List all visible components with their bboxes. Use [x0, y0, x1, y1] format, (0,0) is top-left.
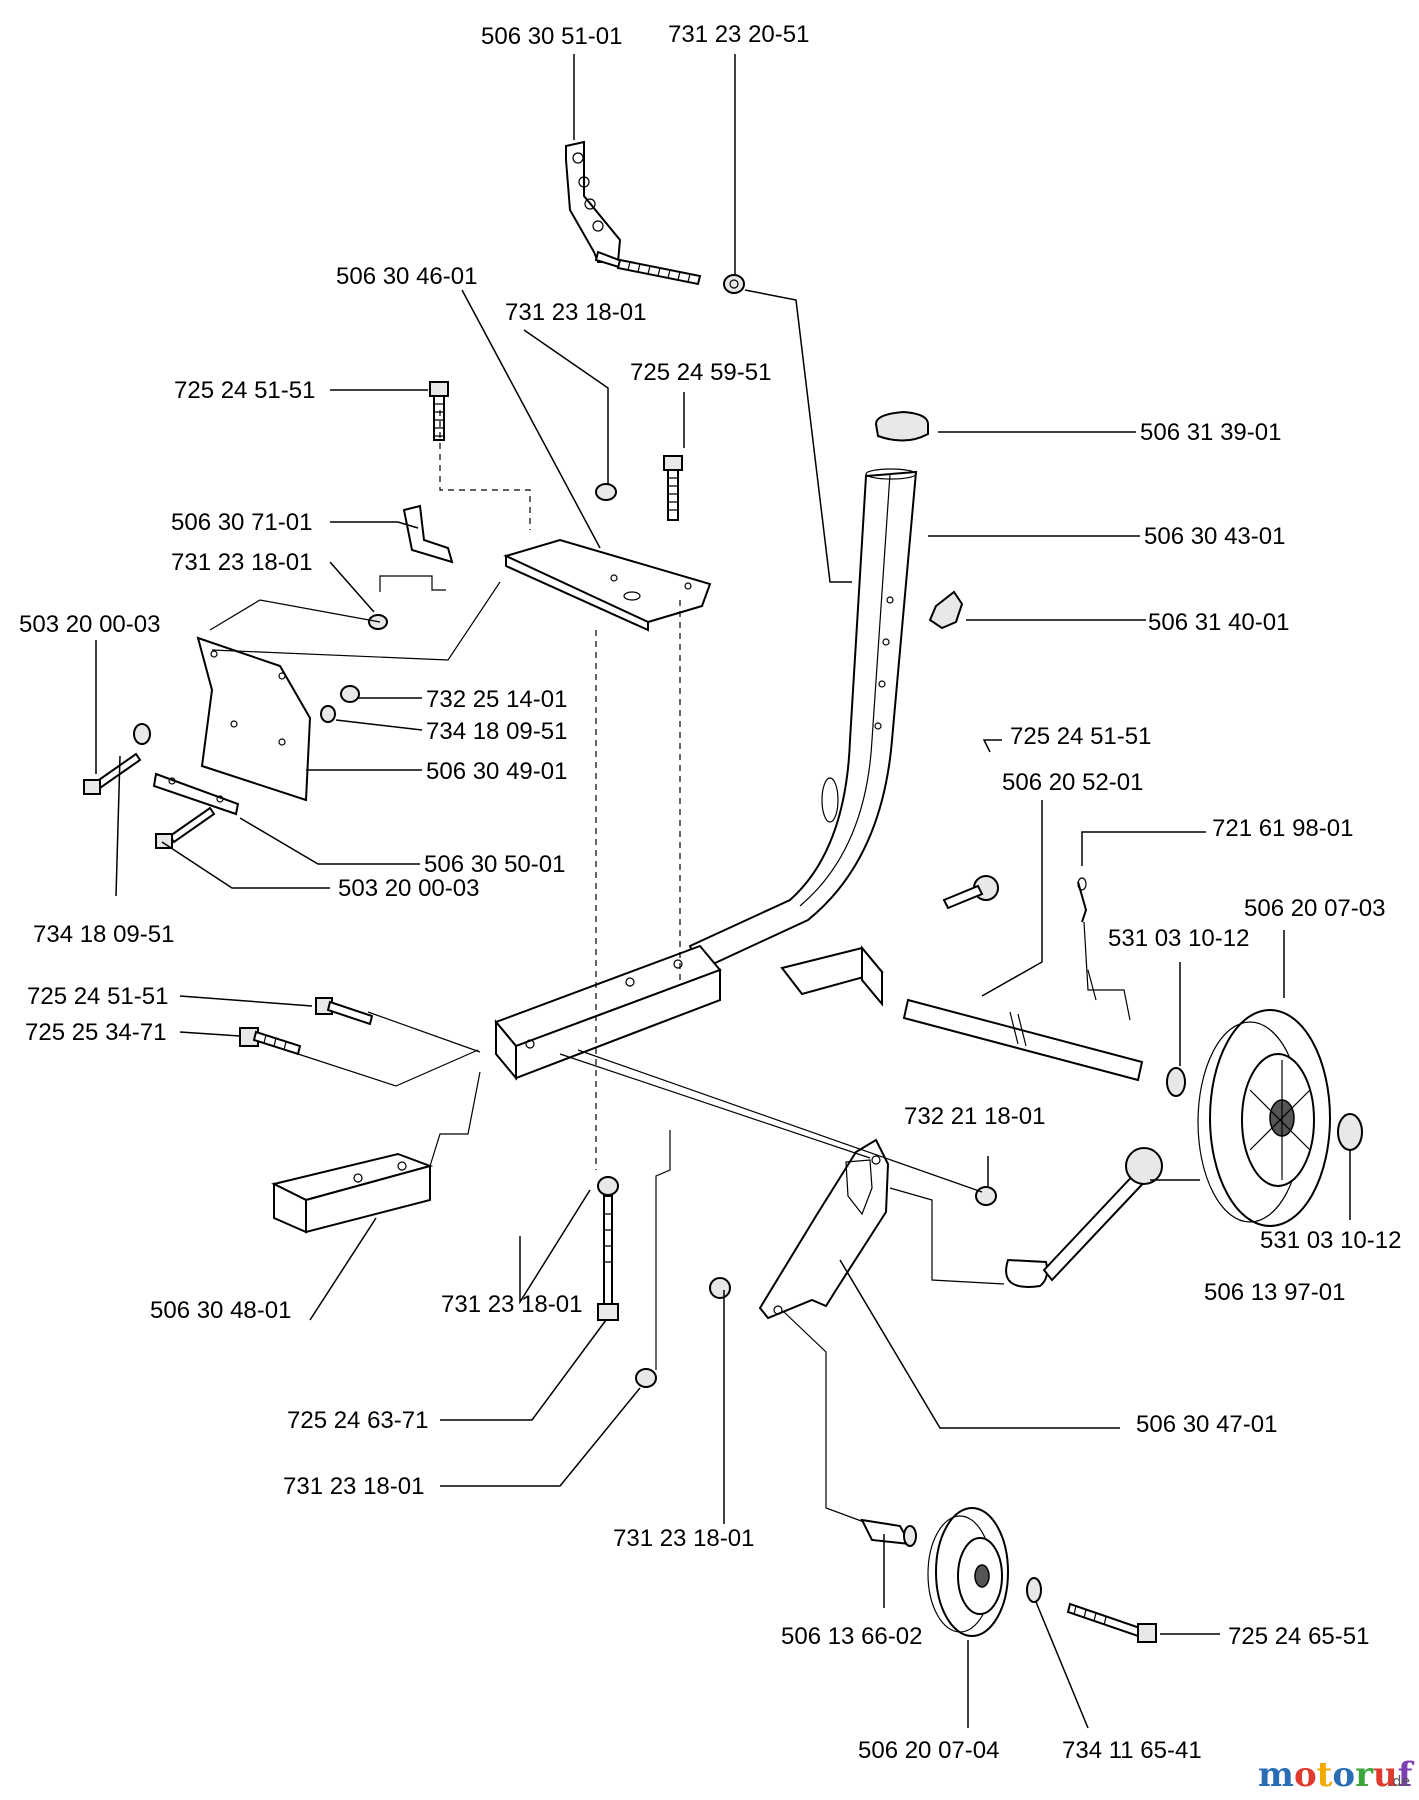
nut-under-frame-1: [597, 1176, 619, 1196]
nut-arm-pivot: [709, 1277, 731, 1299]
part-label: 506 20 52-01: [1002, 769, 1143, 796]
part-label: 732 21 18-01: [904, 1103, 1045, 1130]
part-label: 506 20 07-03: [1244, 895, 1385, 922]
part-label: 734 11 65-41: [1062, 1737, 1202, 1764]
part-label: 734 18 09-51: [33, 921, 174, 948]
part-label: 506 20 07-04: [858, 1737, 999, 1764]
part-label: 725 24 51-51: [174, 377, 315, 404]
part-label: 731 23 18-01: [613, 1525, 754, 1552]
nut-washer-right: [320, 685, 360, 723]
handle-tube: [688, 468, 918, 972]
watermark-letter: o: [1294, 1755, 1317, 1795]
part-label: 506 30 71-01: [171, 509, 312, 536]
bolt-left: [83, 752, 142, 795]
nut-arm: [975, 1186, 997, 1206]
part-label: 725 25 34-71: [25, 1019, 166, 1046]
part-label: 506 13 66-02: [781, 1623, 922, 1650]
handle-cap: [874, 410, 929, 442]
part-label: 725 24 59-51: [630, 359, 771, 386]
bolt-plate: [663, 455, 683, 521]
washer-axle: [1166, 1067, 1186, 1097]
frame-beam: [494, 944, 722, 1081]
spacer-tube: [860, 1518, 917, 1547]
part-label: 506 30 48-01: [150, 1297, 291, 1324]
leader-lines: [95, 54, 1351, 1729]
part-label: 506 30 51-01: [481, 23, 622, 50]
part-label: 725 24 63-71: [287, 1407, 428, 1434]
watermark-letter: u: [1373, 1755, 1398, 1795]
part-label: 506 30 50-01: [424, 851, 565, 878]
washer-left: [133, 723, 151, 745]
nut: [723, 274, 745, 294]
bolt-handle-side: [942, 875, 999, 910]
large-wheel: [1197, 1009, 1331, 1227]
long-bolt: [597, 1195, 619, 1321]
deflector-strip: [152, 772, 240, 816]
nut-plate: [595, 483, 617, 501]
part-label: 531 03 10-12: [1108, 925, 1249, 952]
watermark-logo: motoruf .de: [1258, 1755, 1415, 1795]
small-wheel: [927, 1507, 1009, 1637]
watermark-letter: m: [1258, 1755, 1294, 1795]
bolt-small-wheel: [1066, 1602, 1157, 1643]
part-label: 731 23 18-01: [441, 1291, 582, 1318]
bolt-upper-left: [429, 381, 449, 441]
part-label: 731 23 20-51: [668, 21, 809, 48]
bolt-strip: [155, 806, 216, 849]
mounting-plate: [503, 538, 712, 632]
axle-socket: [780, 945, 884, 1007]
part-label: 725 24 51-51: [27, 983, 168, 1010]
part-label: 506 13 97-01: [1204, 1279, 1345, 1306]
part-label: 725 24 65-51: [1228, 1623, 1369, 1650]
part-label: 731 23 18-01: [171, 549, 312, 576]
part-label: 506 30 47-01: [1136, 1411, 1277, 1438]
part-label: 506 30 46-01: [336, 263, 477, 290]
part-label: 506 30 49-01: [426, 758, 567, 785]
bracket-threaded-rod: [616, 258, 702, 286]
part-label: 506 30 43-01: [1144, 523, 1285, 550]
part-label: 725 24 51-51: [1010, 723, 1151, 750]
axle-rod: [902, 998, 1144, 1082]
deflector-plate: [196, 636, 312, 802]
part-label: 731 23 18-01: [505, 299, 646, 326]
part-label: 503 20 00-03: [338, 875, 479, 902]
part-label: 503 20 00-03: [19, 611, 160, 638]
watermark-letter: f: [1398, 1755, 1415, 1795]
support-arm: [758, 1138, 890, 1320]
cotter-pin: [1077, 877, 1088, 923]
watermark-letter: r: [1355, 1755, 1374, 1795]
watermark-letter: t: [1317, 1755, 1333, 1795]
small-bracket: [402, 504, 454, 564]
part-label: 731 23 18-01: [283, 1473, 424, 1500]
wing-nut: [928, 590, 964, 630]
part-label: 531 03 10-12: [1260, 1227, 1401, 1254]
washer-outer: [1337, 1113, 1363, 1151]
part-label: 506 31 40-01: [1148, 609, 1289, 636]
part-label: 506 31 39-01: [1140, 419, 1281, 446]
watermark-letter: o: [1332, 1755, 1355, 1795]
watermark-suffix: .de: [1388, 1774, 1410, 1790]
washer-small-wheel: [1026, 1577, 1042, 1603]
nut-under-frame-2: [635, 1368, 657, 1388]
spacer-block: [271, 1152, 434, 1234]
part-label: 721 61 98-01: [1212, 815, 1353, 842]
part-label: 732 25 14-01: [426, 686, 567, 713]
locking-lever: [1005, 1147, 1163, 1288]
adjustment-bracket: [565, 140, 626, 270]
bolt-frame-1: [315, 997, 374, 1026]
part-label: 734 18 09-51: [426, 718, 567, 745]
bolt-frame-2: [239, 1027, 302, 1056]
watermark-brand: motoruf: [1258, 1755, 1415, 1795]
